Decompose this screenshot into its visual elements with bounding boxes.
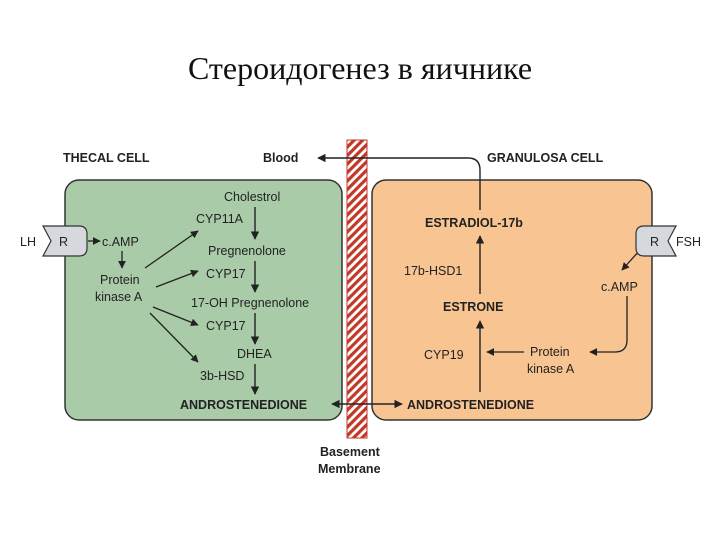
cyp19-label: CYP19 [424,348,464,362]
estradiol-to-blood-arrow [317,153,481,210]
thecal-androstenedione-label: ANDROSTENEDIONE [180,398,307,412]
cyp17-b-label: CYP17 [206,319,246,333]
slide-title: Стероидогенез в яичнике [187,50,533,86]
thecal-pka-label-line1: Protein [100,273,140,287]
basement-membrane [346,139,368,439]
cholestrol-label: Cholestrol [224,190,280,204]
thecal-camp-label: c.AMP [102,235,139,249]
dhea-label: DHEA [237,347,272,361]
fsh-receptor-label: R [650,235,659,249]
thecal-cell-box [64,179,343,421]
pka-to-hsd3b-arrow [149,312,199,363]
lh-receptor-icon [42,225,88,257]
lh-label: LH [20,235,36,249]
fsh-receptor-icon [635,225,677,257]
fsh-label: FSH [676,235,701,249]
membrane-label-line2: Membrane [318,462,381,476]
granulosa-cell-box [371,179,653,421]
oh-pregnenolone-label: 17-OH Pregnenolone [191,296,309,310]
granulosa-pka-label-line1: Protein [530,345,570,359]
estradiol-label: ESTRADIOL-17b [425,216,523,230]
blood-label: Blood [263,151,298,165]
camp-to-pka-arrow-granulosa [589,296,628,356]
cyp17-a-label: CYP17 [206,267,246,281]
thecal-pka-label-line2: kinase A [95,290,143,304]
hsd3b-label: 3b-HSD [200,369,244,383]
pka-to-cyp17b-arrow [152,306,199,327]
cyp11a-label: CYP11A [196,212,244,226]
granulosa-camp-label: c.AMP [601,280,638,294]
thecal-cell-header: THECAL CELL [63,151,150,165]
pregnenolone-label: Pregnenolone [208,244,286,258]
hsd17b-label: 17b-HSD1 [404,264,462,278]
pka-to-cyp11a-arrow [144,230,199,269]
granulosa-cell-header: GRANULOSA CELL [487,151,604,165]
estrone-label: ESTRONE [443,300,503,314]
granulosa-androstenedione-label: ANDROSTENEDIONE [407,398,534,412]
granulosa-pka-label-line2: kinase A [527,362,575,376]
membrane-label-line1: Basement [320,445,381,459]
pka-to-cyp17a-arrow [155,269,199,288]
lh-receptor-label: R [59,235,68,249]
